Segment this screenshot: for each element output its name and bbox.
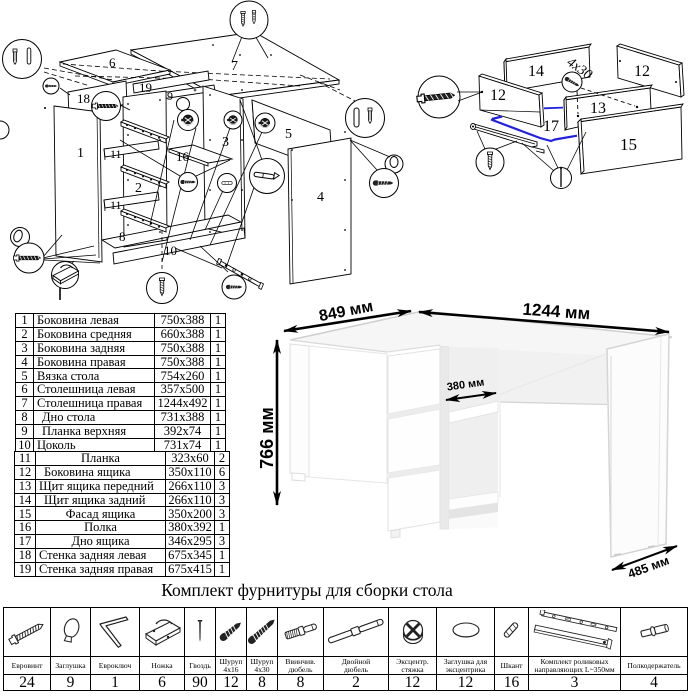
- svg-text:13: 13: [590, 100, 606, 117]
- svg-text:18: 18: [77, 91, 90, 106]
- svg-text:15: 15: [620, 135, 637, 154]
- svg-text:2: 2: [135, 181, 142, 196]
- svg-text:12: 12: [490, 87, 506, 104]
- svg-text:4: 4: [317, 190, 324, 205]
- svg-text:6: 6: [109, 55, 116, 70]
- svg-text:11: 11: [110, 198, 122, 212]
- svg-text:1: 1: [77, 146, 84, 161]
- svg-text:380 мм: 380 мм: [446, 376, 485, 393]
- svg-text:16: 16: [176, 149, 190, 164]
- svg-text:11: 11: [110, 147, 122, 161]
- svg-text:10: 10: [164, 243, 177, 258]
- svg-text:9: 9: [167, 89, 173, 103]
- svg-text:12: 12: [634, 63, 650, 80]
- svg-text:766 мм: 766 мм: [257, 407, 277, 469]
- svg-text:8: 8: [119, 229, 126, 244]
- svg-text:5: 5: [285, 127, 292, 142]
- svg-text:3: 3: [222, 135, 229, 150]
- svg-text:1244 мм: 1244 мм: [522, 300, 591, 324]
- svg-text:19: 19: [139, 80, 152, 95]
- svg-text:14: 14: [528, 63, 544, 80]
- svg-text:7: 7: [231, 59, 238, 74]
- svg-text:17: 17: [543, 118, 559, 135]
